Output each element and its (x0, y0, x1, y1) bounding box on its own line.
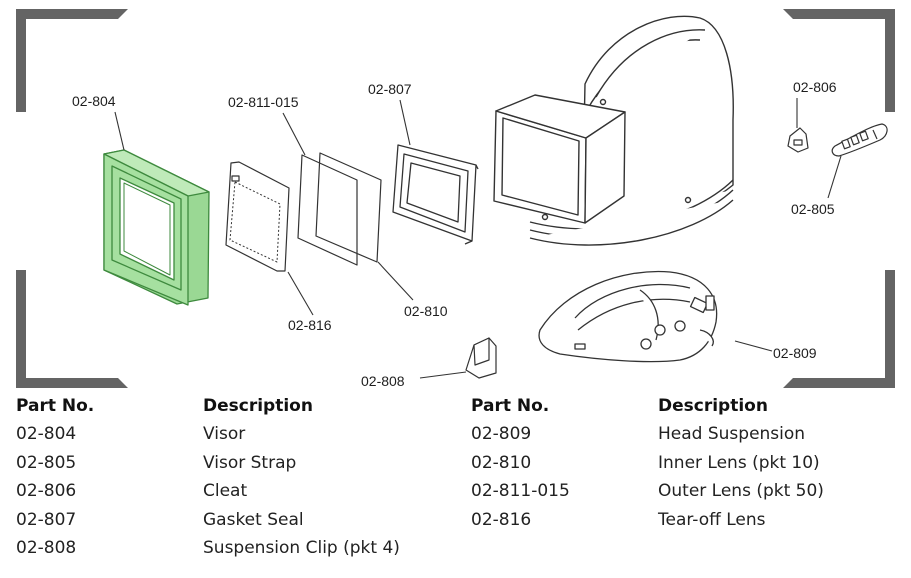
right-description-column: Description Head Suspension Inner Lens (… (658, 392, 824, 534)
part-no-cell: 02-806 (16, 481, 77, 501)
description-cell: Suspension Clip (pkt 4) (203, 538, 400, 558)
left-part-column: Part No. 02-804 02-805 02-806 02-807 02-… (16, 392, 94, 563)
part-no-cell: 02-807 (16, 509, 77, 530)
part-no-cell: 02-810 (471, 452, 532, 473)
part-no-cell: 02-811-015 (471, 481, 570, 501)
description-header: Description (658, 396, 768, 416)
callout-02-804: 02-804 (72, 93, 116, 109)
description-cell: Visor Strap (203, 452, 297, 473)
part-no-cell: 02-805 (16, 452, 77, 473)
part-no-cell: 02-804 (16, 424, 77, 444)
description-cell: Outer Lens (pkt 50) (658, 481, 824, 501)
description-cell: Inner Lens (pkt 10) (658, 452, 820, 473)
helmet-shell-part (493, 15, 734, 246)
cleat-part (787, 127, 809, 153)
leader-lines (114, 98, 842, 379)
callout-02-807: 02-807 (368, 81, 412, 97)
callout-02-806: 02-806 (793, 79, 837, 95)
description-cell: Visor (203, 424, 246, 444)
outer-lens-part (297, 154, 358, 266)
head-suspension-part (538, 270, 718, 363)
callout-02-816: 02-816 (288, 317, 332, 333)
exploded-parts-diagram: 02-804 02-811-015 02-807 02-806 02-805 0… (16, 9, 895, 389)
callout-02-810: 02-810 (404, 303, 448, 319)
suspension-clip-part (465, 337, 497, 379)
description-cell: Gasket Seal (203, 509, 304, 530)
description-cell: Tear-off Lens (658, 509, 766, 530)
tear-off-lens-part (225, 161, 290, 272)
left-description-column: Description Visor Visor Strap Cleat Gask… (203, 392, 400, 563)
inner-lens-part (315, 152, 382, 263)
description-cell: Cleat (203, 481, 248, 501)
part-no-cell: 02-809 (471, 424, 532, 444)
part-no-header: Part No. (16, 396, 95, 416)
description-cell: Head Suspension (658, 424, 806, 444)
callout-02-805: 02-805 (791, 201, 835, 217)
visor-strap-part (831, 123, 888, 157)
callout-02-809: 02-809 (773, 345, 817, 361)
part-no-cell: 02-816 (471, 509, 532, 530)
gasket-seal-part (392, 144, 479, 245)
part-no-cell: 02-808 (16, 538, 77, 558)
description-header: Description (203, 396, 313, 416)
callout-02-811-015: 02-811-015 (228, 94, 299, 110)
visor-part (103, 149, 210, 306)
parts-table: Part No. 02-804 02-805 02-806 02-807 02-… (0, 392, 911, 578)
part-no-header: Part No. (471, 396, 550, 416)
callout-02-808: 02-808 (361, 373, 405, 389)
right-part-column: Part No. 02-809 02-810 02-811-015 02-816 (471, 392, 570, 534)
